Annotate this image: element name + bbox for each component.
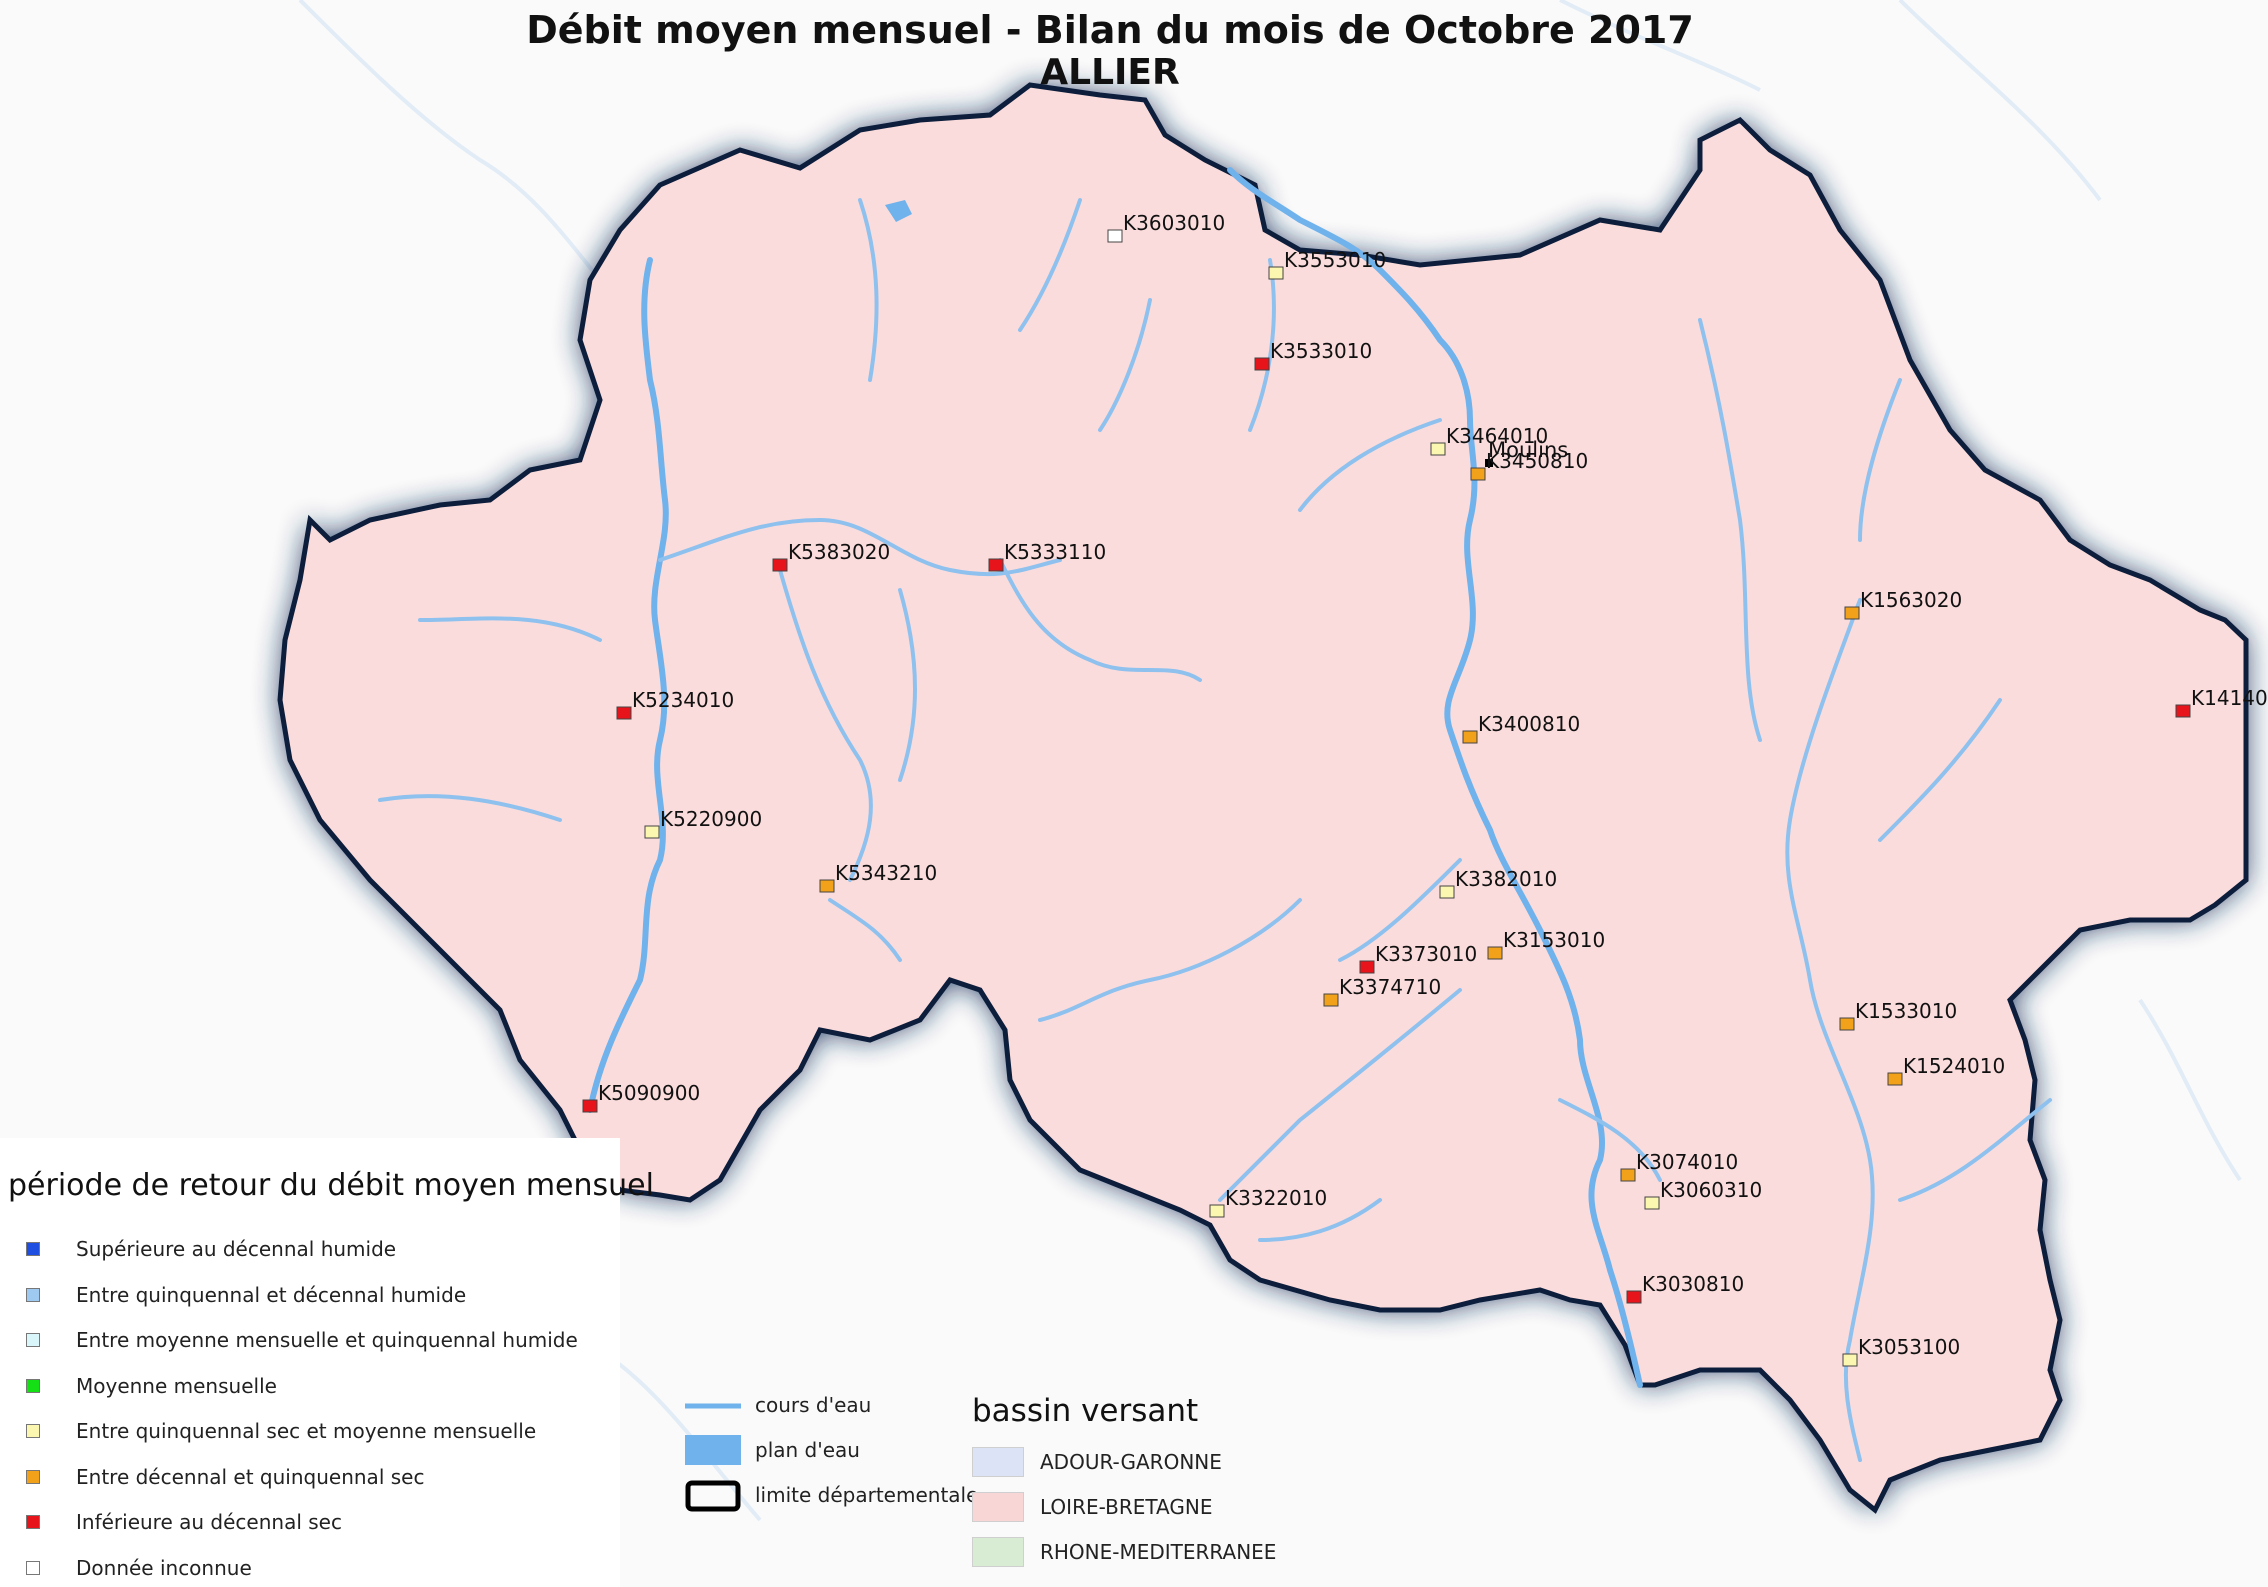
station-marker-k3400810[interactable] (1462, 730, 1478, 744)
legend-basin-label: ADOUR-GARONNE (1040, 1450, 1222, 1474)
legend-period-title: période de retour du débit moyen mensuel (8, 1168, 654, 1203)
cours-eau-line-swatch (685, 1403, 741, 1409)
city-marker-moulins[interactable] (1485, 459, 1493, 467)
legend-swatch (26, 1287, 40, 1302)
station-label-k3322010: K3322010 (1225, 1186, 1328, 1210)
station-marker-k3382010[interactable] (1439, 885, 1455, 899)
station-label-k5220900: K5220900 (660, 807, 763, 831)
legend-period-label: Entre quinquennal sec et moyenne mensuel… (76, 1419, 537, 1443)
station-markers (582, 229, 2191, 1367)
station-label-k3464010: K3464010 (1446, 424, 1549, 448)
basin-swatch (972, 1537, 1024, 1567)
station-marker-k1524010[interactable] (1887, 1072, 1903, 1086)
station-marker-k3074010[interactable] (1620, 1168, 1636, 1182)
station-marker-k5090900[interactable] (582, 1099, 598, 1113)
legend-plan-eau-label: plan d'eau (755, 1438, 860, 1462)
station-label-k5333110: K5333110 (1004, 540, 1107, 564)
station-label-k3382010: K3382010 (1455, 867, 1558, 891)
station-label-k1533010: K1533010 (1855, 999, 1958, 1023)
station-marker-k1563020[interactable] (1844, 606, 1860, 620)
station-marker-k3030810[interactable] (1626, 1290, 1642, 1304)
station-label-k1524010: K1524010 (1903, 1054, 2006, 1078)
city-label-moulins: Moulins (1488, 438, 1569, 462)
legend-plan-eau: plan d'eau (685, 1435, 860, 1469)
legend-period-label: Entre décennal et quinquennal sec (76, 1464, 425, 1489)
station-label-k5090900: K5090900 (598, 1081, 701, 1105)
station-marker-k3373010[interactable] (1359, 960, 1375, 974)
legend-period-label: Supérieure au décennal humide (76, 1237, 397, 1261)
station-marker-k1533010[interactable] (1839, 1017, 1855, 1031)
lake (885, 200, 912, 222)
legend-period-label: Entre quinquennal et décennal humide (76, 1282, 467, 1307)
legend-period-label: Donnée inconnue (76, 1555, 252, 1580)
station-marker-k3603010[interactable] (1107, 229, 1123, 243)
legend-cours-eau: cours d'eau (685, 1390, 871, 1424)
legend-swatch (26, 1378, 40, 1393)
river-network (378, 167, 2052, 1462)
station-label-k3030810: K3030810 (1642, 1272, 1745, 1296)
legend-limite-departementale: limite départementale (685, 1480, 978, 1514)
plan-eau-swatch (685, 1435, 741, 1465)
map-title: Débit moyen mensuel - Bilan du mois de O… (526, 8, 1694, 52)
map-subtitle: ALLIER (1040, 52, 1180, 93)
station-marker-k3533010[interactable] (1254, 357, 1270, 371)
station-label-k3533010: K3533010 (1270, 339, 1373, 363)
legend-basin-title: bassin versant (972, 1393, 1199, 1429)
station-label-k3060310: K3060310 (1660, 1178, 1763, 1202)
legend-swatch (26, 1333, 40, 1347)
station-label-k5343210: K5343210 (835, 861, 938, 885)
station-label-k3153010: K3153010 (1503, 928, 1606, 952)
station-label-k3553010: K3553010 (1284, 248, 1387, 272)
station-marker-k5383020[interactable] (772, 558, 788, 572)
legend-period-label: Moyenne mensuelle (76, 1373, 277, 1398)
station-label-k5234010: K5234010 (632, 688, 735, 712)
legend-basin-label: LOIRE-BRETAGNE (1040, 1495, 1213, 1519)
legend-swatch (26, 1469, 40, 1484)
station-marker-k3153010[interactable] (1487, 946, 1503, 960)
legend-swatch (26, 1560, 40, 1575)
station-marker-k14140[interactable] (2175, 704, 2191, 718)
station-label-k3450810: K3450810 (1486, 449, 1589, 473)
station-label-k5383020: K5383020 (788, 540, 891, 564)
station-marker-k3464010[interactable] (1430, 442, 1446, 456)
department-area[interactable] (277, 82, 2249, 1514)
legend-basin-label: RHONE-MEDITERRANEE (1040, 1540, 1277, 1564)
station-marker-k3553010[interactable] (1268, 266, 1284, 280)
legend-swatch (26, 1515, 40, 1529)
legend-return-period: période de retour du débit moyen mensuel… (0, 1138, 654, 1587)
legend-cours-eau-label: cours d'eau (755, 1393, 872, 1417)
limite-departementale-swatch (685, 1480, 741, 1512)
legend-period-label: Entre moyenne mensuelle et quinquennal h… (76, 1328, 578, 1352)
station-marker-k5220900[interactable] (644, 825, 660, 839)
legend-swatch (26, 1424, 40, 1438)
station-label-k14140: K14140 (2191, 686, 2268, 710)
station-marker-k3053100[interactable] (1842, 1353, 1858, 1367)
station-marker-k5234010[interactable] (616, 706, 632, 720)
station-marker-k5343210[interactable] (819, 879, 835, 893)
legend-period-label: Inférieure au décennal sec (76, 1510, 342, 1534)
basin-swatch (972, 1447, 1024, 1477)
background-rivers (298, 0, 2242, 1522)
basin-swatch (972, 1492, 1024, 1522)
legend-swatch (26, 1242, 40, 1256)
station-marker-k5333110[interactable] (988, 558, 1004, 572)
station-marker-k3322010[interactable] (1209, 1204, 1225, 1218)
station-label-k3074010: K3074010 (1636, 1150, 1739, 1174)
station-label-k3603010: K3603010 (1123, 211, 1226, 235)
station-label-k3400810: K3400810 (1478, 712, 1581, 736)
station-label-k3374710: K3374710 (1339, 975, 1442, 999)
station-label-k3053100: K3053100 (1858, 1335, 1961, 1359)
station-marker-k3374710[interactable] (1323, 993, 1339, 1007)
station-marker-k3450810[interactable] (1470, 467, 1486, 481)
legend-limite-departementale-label: limite départementale (755, 1483, 979, 1507)
station-label-k1563020: K1563020 (1860, 588, 1963, 612)
station-marker-k3060310[interactable] (1644, 1196, 1660, 1210)
station-label-k3373010: K3373010 (1375, 942, 1478, 966)
